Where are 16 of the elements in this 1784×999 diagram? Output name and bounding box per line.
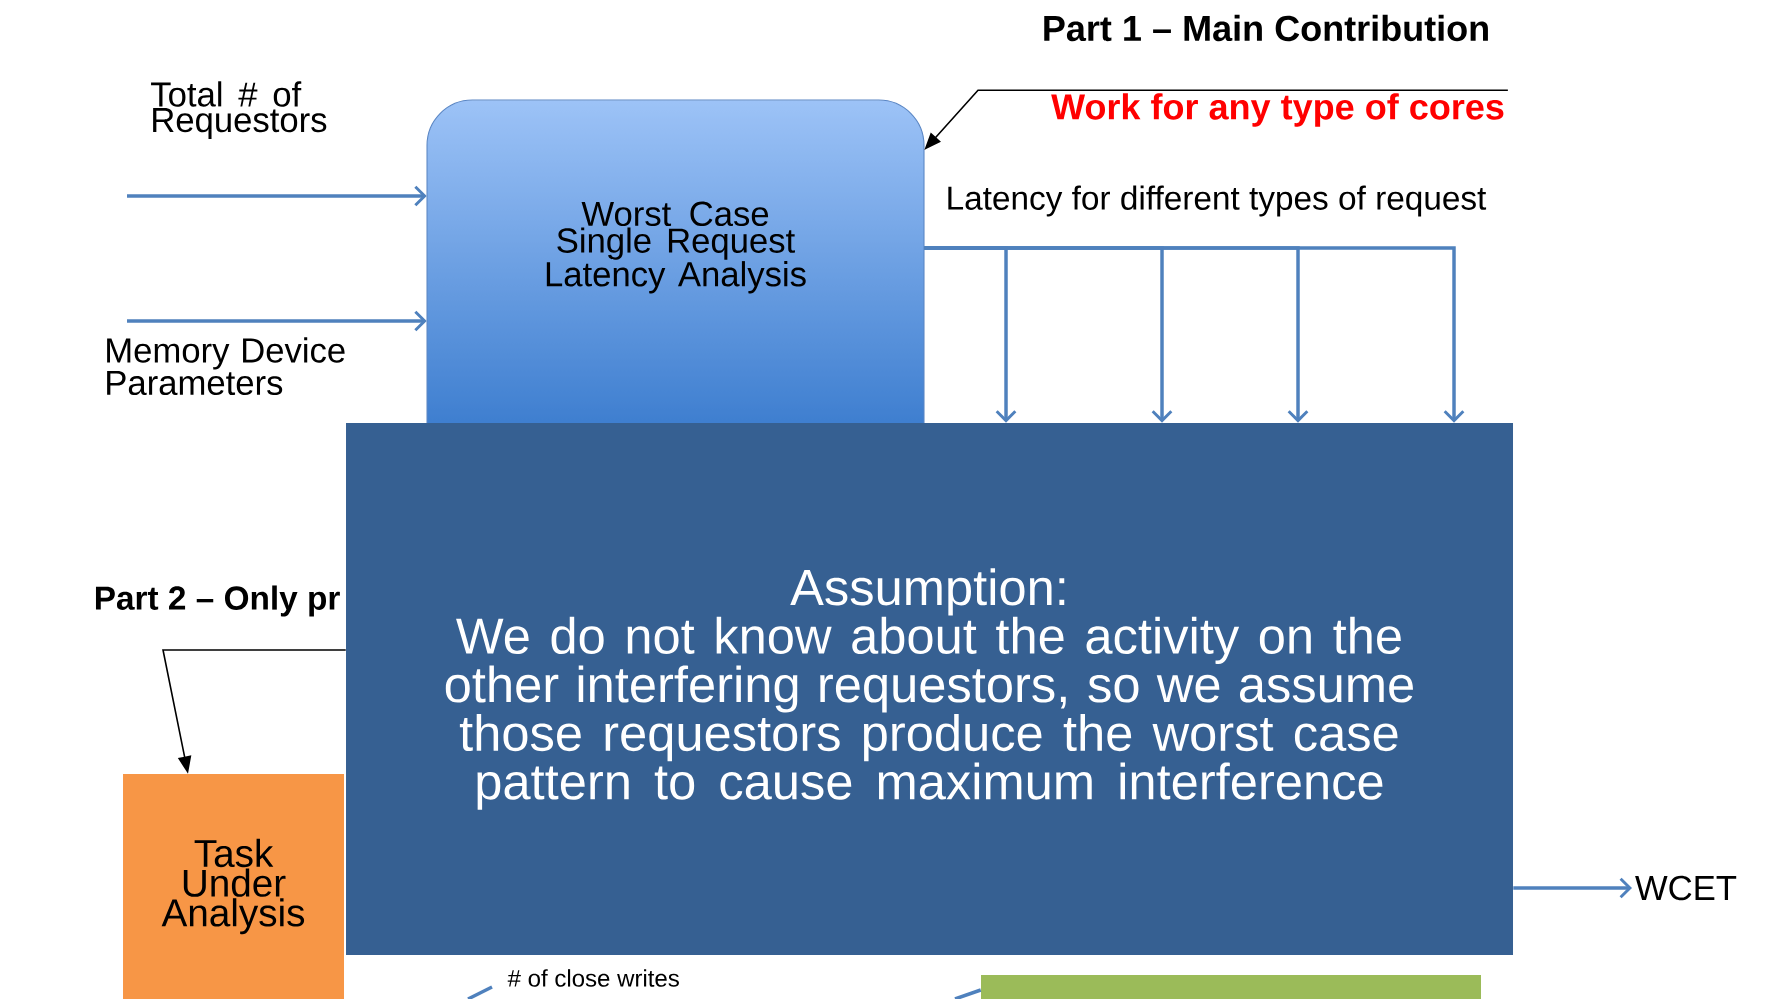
heading: Part 1 – Main Contribution: [1044, 14, 1488, 42]
edge-label: Memory Device Parameters: [107, 337, 345, 396]
arrow: [127, 310, 427, 332]
output-label: WCET: [1635, 875, 1737, 901]
arrow: [127, 185, 427, 207]
arrow: [924, 89, 1509, 150]
arrow: [1513, 877, 1632, 899]
heading: Latency for different types of request: [948, 185, 1487, 217]
heading: Part 2 – Only pr: [96, 585, 340, 617]
arrow: [924, 246, 1465, 423]
callout-text: Work for any type of cores: [1051, 93, 1504, 127]
task-box: Task Under Analysis: [123, 774, 344, 999]
box: [981, 975, 1481, 999]
edge-label: Total # of Requestors: [151, 81, 327, 140]
process-box: Worst Case Single Request Latency Analysis: [426, 99, 925, 424]
assumption-box: Assumption: We do not know about the activity on the other interfering requestors, so we assume those requestors produce the worst case pattern to cause maximum interference: [346, 423, 1513, 955]
